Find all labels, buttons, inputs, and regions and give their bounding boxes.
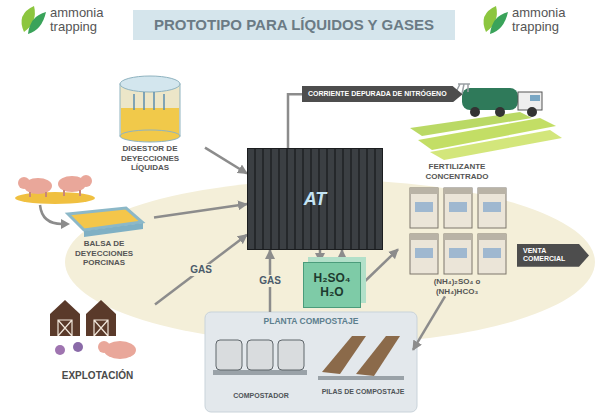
compost-pile [356,336,400,376]
digester-dome [120,76,180,92]
flow-arrow-head [61,219,70,229]
bag-label [483,202,501,212]
logo-leaf [490,12,508,34]
digester-base [120,130,180,142]
bag-band [444,234,472,240]
pig-head [98,341,110,353]
bag-band [478,188,506,194]
sales-banner: VENTA COMERCIAL [517,244,589,267]
logo-leaf [28,12,46,34]
compost-region-fill [205,312,417,412]
barn-door [58,320,72,336]
slurry-pond-side [84,223,143,237]
title-band: PROTOTIPO PARA LÍQUIDOS Y GASES [133,10,455,40]
chicken [55,345,65,355]
bag-label [483,248,501,258]
bag-band [410,234,438,240]
node-text: EXPLOTACIÓN [40,370,155,382]
node-text: COMPOSTADOR [211,392,311,400]
farm: EXPLOTACIÓN [40,296,155,382]
composter-base [213,370,307,375]
flow-connector [288,94,302,148]
truck-wheel [470,107,480,117]
node-text: CORRIENTE DEPURADA DE NITRÓGENO [308,90,447,98]
flow-connector [155,235,247,305]
node-text: H₂O [320,285,343,299]
node-text: H₂SO₄ [313,271,350,285]
field [430,130,562,160]
flow-arrow [40,205,62,224]
flow-connector [361,249,398,285]
bag-label [449,202,467,212]
logo-word: ammonia [512,6,565,20]
bag-band [444,188,472,194]
barn [86,300,116,336]
node-text: VENTA COMERCIAL [523,247,575,264]
bag [444,234,472,274]
logo-word: ammonia [50,6,103,20]
node-text: DIGESTOR DE DEYECCIONES LÍQUIDAS [95,144,205,173]
bag-label [415,202,433,212]
output-banner: CORRIENTE DEPURADA DE NITRÓGENO [302,86,463,102]
connector-label: GAS [188,264,214,276]
node-text: AT [304,189,327,210]
barn-door [94,320,108,336]
title-text: PROTOTIPO PARA LÍQUIDOS Y GASES [154,16,434,33]
composter-tunnel [278,340,304,370]
compost-trench [318,376,404,380]
pig-platform [15,192,95,204]
pig-legs [30,190,80,197]
digester: DIGESTOR DE DEYECCIONES LÍQUIDAS [95,72,205,173]
pig-head [18,177,30,189]
bag [410,234,438,274]
barn [50,300,80,336]
field [410,112,532,136]
bag [444,188,472,228]
compost-piles: PILAS DE COMPOSTAJE [313,330,413,396]
node-text: PLANTA COMPOSTAJE [205,316,417,326]
truck-wheel [527,107,537,117]
flow-connector [154,204,247,218]
flow-connector [341,250,344,262]
bag-label [449,248,467,258]
logo-word: trapping [50,20,97,34]
acid-tank: H₂SO₄H₂O [303,262,361,308]
compost-pile [322,336,366,374]
composter-tunnel [216,340,242,370]
connector-label: GAS [257,275,283,287]
node-text: FERTILIZANTE CONCENTRADO [398,162,516,181]
bag-band [410,188,438,194]
bag [478,234,506,274]
compost-plant: PLANTA COMPOSTAJE COMPOSTADORPILAS DE COM… [205,312,417,412]
flow-connector [319,250,322,262]
chicken [73,342,83,352]
bag-band [478,234,506,240]
flow-connector [205,148,247,174]
node-text: PILAS DE COMPOSTAJE [313,388,413,396]
logo-word: trapping [512,20,559,34]
bag-label [415,248,433,258]
bag-area [398,181,516,277]
node-text: (NH₄)₂SO₄ o (NH₄)HCO₃ [398,277,516,296]
flow-connector [413,296,445,350]
bag [410,188,438,228]
fertilizer-stack: FERTILIZANTE CONCENTRADO (NH₄)₂SO₄ o (NH₄… [398,162,516,296]
bag [478,188,506,228]
slurry-pond: BALSA DE DEYECCIONES PORCINAS [54,205,154,268]
composter: COMPOSTADOR [211,330,311,400]
truck-window [530,95,540,101]
pig-head [80,175,92,187]
truck-tank [462,88,518,110]
truck-cab [518,92,542,110]
node-text: BALSA DE DEYECCIONES PORCINAS [54,239,154,268]
truck-wheel [495,107,505,117]
digester-gas [134,92,164,110]
composter-tunnel [247,340,273,370]
treatment-container: AT [247,148,383,250]
